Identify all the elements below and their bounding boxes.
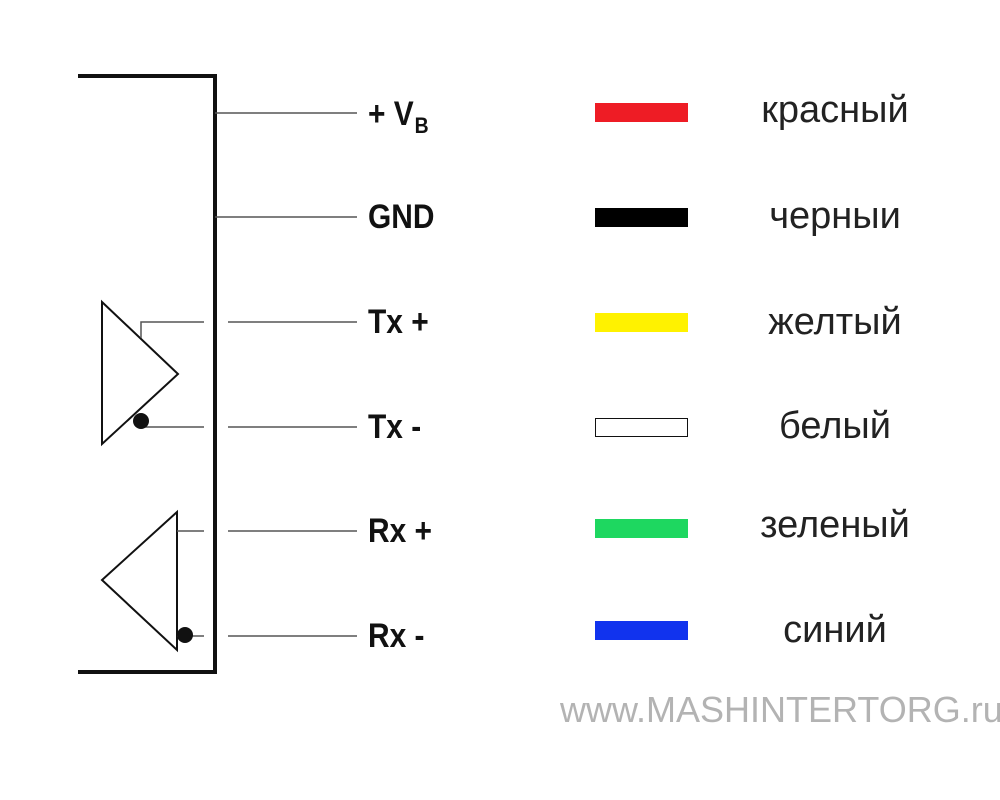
color-swatch-blue: [595, 621, 688, 640]
tx-driver-triangle: [101, 299, 180, 447]
color-swatch-white: [595, 418, 688, 437]
color-name-blue: синий: [783, 609, 887, 651]
signal-label-gnd: GND: [368, 197, 500, 237]
signal-label-vb-subscript: B: [414, 113, 429, 138]
signal-label-vb-text: + V: [368, 95, 414, 133]
color-name-yellow: желтый: [768, 301, 902, 343]
signal-label-rx-minus-text: Rx -: [368, 617, 425, 655]
signal-label-rx-plus: Rx +: [368, 511, 500, 551]
color-swatch-red: [595, 103, 688, 122]
device-housing: [78, 74, 217, 674]
color-name-black: черныи: [769, 195, 901, 237]
color-swatch-yellow: [595, 313, 688, 332]
signal-label-tx-plus-text: Tx +: [368, 303, 429, 341]
color-name-red: красный: [761, 89, 909, 131]
signal-label-rx-minus: Rx -: [368, 616, 500, 656]
signal-label-gnd-text: GND: [368, 198, 435, 236]
signal-label-tx-minus: Tx -: [368, 407, 500, 447]
rx-inverting-dot: [177, 627, 193, 643]
signal-label-vb: + VB: [368, 94, 500, 138]
tx-plus-inner-wire: [140, 321, 204, 338]
signal-label-rx-plus-text: Rx +: [368, 512, 433, 550]
color-swatch-green: [595, 519, 688, 538]
signal-label-tx-plus: Tx +: [368, 302, 500, 342]
tx-inverting-dot: [133, 413, 149, 429]
color-name-white: белый: [779, 405, 891, 447]
watermark-url: www.MASHINTERTORG.ru: [560, 689, 1000, 730]
rx-receiver-triangle: [100, 509, 178, 653]
signal-label-tx-minus-text: Tx -: [368, 408, 422, 446]
color-name-green: зеленый: [760, 504, 910, 546]
color-swatch-black: [595, 208, 688, 227]
